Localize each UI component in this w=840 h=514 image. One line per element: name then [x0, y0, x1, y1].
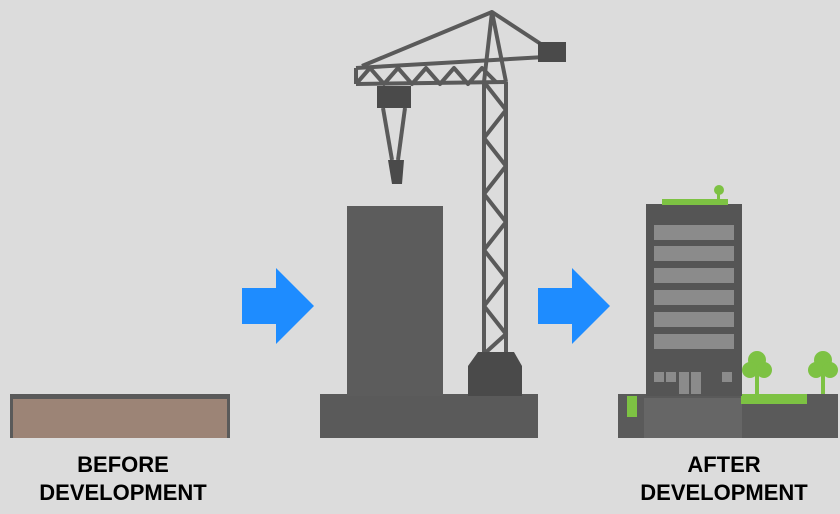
crane-base — [468, 352, 522, 396]
lawn-strip — [741, 394, 807, 404]
lot-soil — [13, 399, 227, 438]
tree-icon — [808, 351, 838, 394]
arrow-right-icon — [538, 268, 610, 344]
caption-line: AFTER — [687, 452, 761, 477]
roof-garden — [662, 199, 728, 205]
construction-crane-icon — [320, 10, 566, 438]
before-development-caption: BEFORE DEVELOPMENT — [3, 451, 243, 507]
crane-jib — [354, 10, 563, 86]
tree-icon — [742, 351, 772, 394]
construction-base — [320, 394, 538, 438]
site-ground-light — [644, 398, 742, 438]
crane-counterweight — [538, 42, 566, 62]
arrow-right-icon — [242, 268, 314, 344]
crane-trolley — [377, 86, 411, 108]
hook-block — [388, 160, 404, 184]
after-development-caption: AFTER DEVELOPMENT — [604, 451, 840, 507]
rooftop-shrub — [714, 185, 724, 200]
building-under-construction — [347, 206, 443, 396]
caption-line: DEVELOPMENT — [640, 480, 808, 505]
empty-lot-icon — [10, 394, 230, 438]
caption-line: DEVELOPMENT — [39, 480, 207, 505]
crane-mast — [482, 10, 508, 356]
planter-greenery — [627, 396, 637, 417]
window-bands — [654, 225, 734, 349]
finished-building-icon — [618, 185, 838, 438]
ground-floor-windows — [654, 372, 732, 382]
entrance-door — [679, 372, 701, 394]
crane-hook — [381, 107, 407, 161]
caption-line: BEFORE — [77, 452, 169, 477]
